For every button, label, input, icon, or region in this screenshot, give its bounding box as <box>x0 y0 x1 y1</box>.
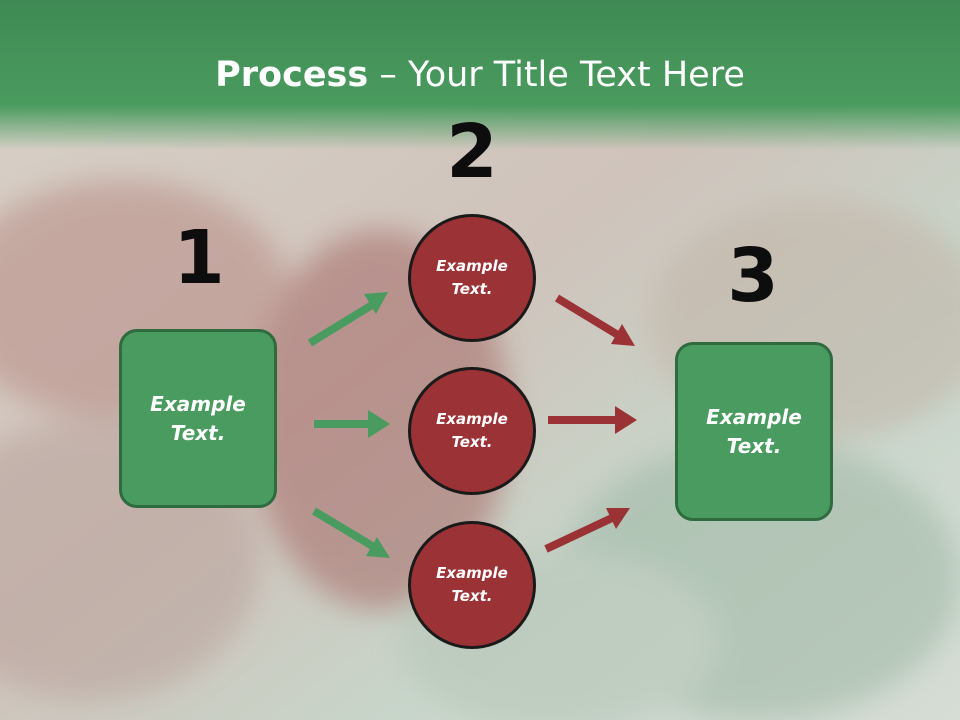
right-box-label: Example Text. <box>706 404 802 458</box>
header-band <box>0 0 960 150</box>
circle-top-label: Example Text. <box>436 257 508 298</box>
circle-top: Example Text. <box>408 214 536 342</box>
step-number-1: 1 <box>173 215 225 301</box>
slide-title: Process – Your Title Text Here <box>0 52 960 98</box>
title-rest: – Your Title Text Here <box>368 55 745 95</box>
circle-middle: Example Text. <box>408 367 536 495</box>
left-box: Example Text. <box>119 329 277 508</box>
circle-bottom-label: Example Text. <box>436 564 508 605</box>
right-box: Example Text. <box>675 342 833 521</box>
step-number-3: 3 <box>727 233 779 319</box>
title-bold: Process <box>215 55 369 95</box>
circle-middle-label: Example Text. <box>436 410 508 451</box>
step-number-2: 2 <box>446 109 498 195</box>
circle-bottom: Example Text. <box>408 521 536 649</box>
left-box-label: Example Text. <box>150 391 246 445</box>
